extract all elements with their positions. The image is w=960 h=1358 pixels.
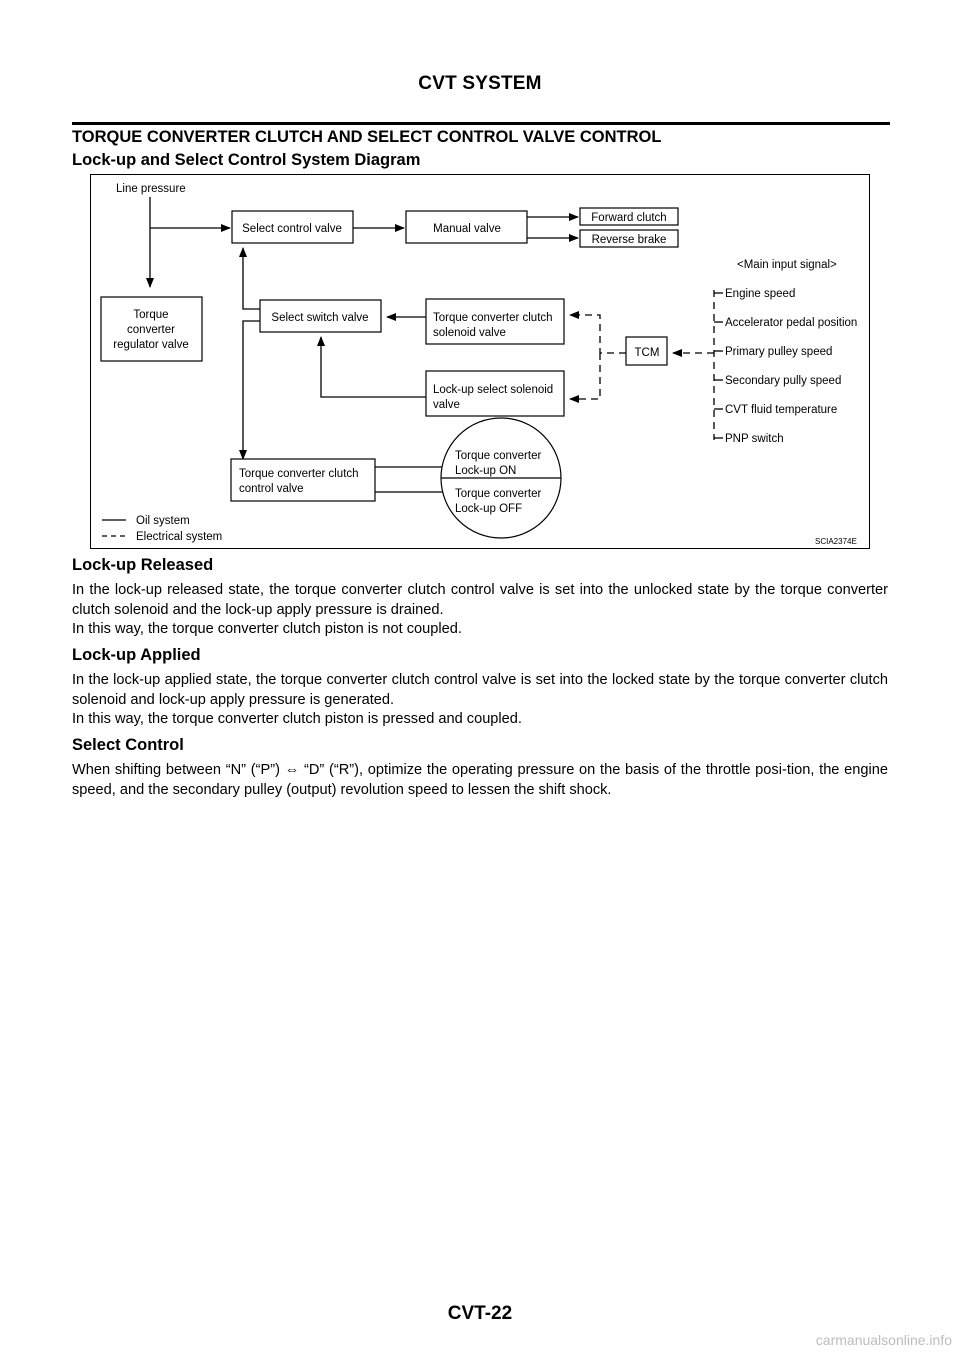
manual-valve-box <box>405 210 528 244</box>
page-number: CVT-22 <box>447 1303 513 1324</box>
tcc-control-label-1: Torque converter clutch <box>239 468 359 480</box>
select-switch-valve-label: Select switch valve <box>271 312 368 324</box>
lockup-released-text-2: In this way, the torque converter clutch… <box>72 621 462 637</box>
tcc-solenoid-valve-box <box>425 298 565 345</box>
input-cvt-fluid-temperature: CVT fluid temperature <box>725 404 837 416</box>
tcm-to-lockup-select-signal <box>569 353 601 403</box>
regulator-valve-label-2: converter <box>127 324 175 336</box>
line-pressure-label: Line pressure <box>116 183 186 195</box>
tcc-solenoid-label-2: solenoid valve <box>433 327 506 339</box>
switch-to-tcc-control-arrow <box>239 320 260 460</box>
forward-clutch-label: Forward clutch <box>591 212 666 224</box>
diagram-code: SCIA2374E <box>815 537 857 546</box>
lockup-applied-text-1: In the lock-up applied state, the torque… <box>72 672 888 708</box>
reverse-brake-label: Reverse brake <box>592 234 667 246</box>
select-control-valve-label: Select control valve <box>242 223 342 235</box>
main-input-signal-label: <Main input signal> <box>737 259 837 271</box>
lockup-select-label-2: valve <box>433 399 460 411</box>
regulator-valve-label-3: regulator valve <box>113 339 188 351</box>
tcm-to-tcc-solenoid-signal <box>569 311 626 354</box>
lockup-on-label-1: Torque converter <box>455 450 541 462</box>
lockup-off-label-2: Lock-up OFF <box>455 503 522 515</box>
manual-valve-label: Manual valve <box>433 223 501 235</box>
watermark: carmanualsonline.info <box>815 1332 952 1348</box>
switch-to-select-arrow <box>239 247 260 310</box>
input-engine-speed: Engine speed <box>725 288 795 300</box>
tcm-box <box>625 336 668 366</box>
legend-oil-label: Oil system <box>136 515 190 527</box>
lockup-select-to-switch-arrow <box>317 336 426 398</box>
select-control-text-1: When shifting between “N” (“P”) ⇔ “D” (“… <box>72 762 888 798</box>
regulator-valve-label-1: Torque <box>133 309 168 321</box>
input-accelerator-pedal-position: Accelerator pedal position <box>725 317 857 329</box>
select-control-valve-box <box>231 210 354 244</box>
lockup-off-label-1: Torque converter <box>455 488 541 500</box>
paragraph-lockup-applied: In the lock-up applied state, the torque… <box>72 671 888 730</box>
section-title: TORQUE CONVERTER CLUTCH AND SELECT CONTR… <box>72 128 662 146</box>
lockup-on-label-2: Lock-up ON <box>455 465 516 477</box>
diagram-title: Lock-up and Select Control System Diagra… <box>72 151 421 169</box>
lockup-applied-text-2: In this way, the torque converter clutch… <box>72 711 522 727</box>
heading-select-control: Select Control <box>72 736 184 754</box>
legend-electrical-label: Electrical system <box>136 531 222 543</box>
forward-clutch-box <box>579 207 679 226</box>
reverse-brake-box <box>579 229 679 248</box>
input-pnp-switch: PNP switch <box>725 433 784 445</box>
input-signal-list: Engine speed Accelerator pedal position … <box>714 288 857 445</box>
lockup-select-solenoid-valve-box <box>425 370 565 417</box>
tcc-solenoid-label-1: Torque converter clutch <box>433 312 553 324</box>
input-primary-pulley-speed: Primary pulley speed <box>725 346 832 358</box>
tcc-control-valve-box <box>230 458 376 502</box>
paragraph-lockup-released: In the lock-up released state, the torqu… <box>72 581 888 640</box>
header-rule <box>72 122 890 125</box>
paragraph-select-control: When shifting between “N” (“P”) ⇔ “D” (“… <box>72 761 888 800</box>
tcc-control-label-2: control valve <box>239 483 304 495</box>
lockup-select-label-1: Lock-up select solenoid <box>433 384 553 396</box>
select-switch-valve-box <box>259 299 382 333</box>
diagram-svg: Line pressure Select control valve Manua… <box>100 183 857 546</box>
input-secondary-pulley-speed: Secondary pully speed <box>725 375 841 387</box>
lockup-select-control-diagram: Line pressure Select control valve Manua… <box>90 174 870 549</box>
lockup-released-text-1: In the lock-up released state, the torqu… <box>72 582 888 618</box>
heading-lockup-applied: Lock-up Applied <box>72 646 201 664</box>
page-header-title: CVT SYSTEM <box>418 73 542 94</box>
torque-converter-regulator-valve-box <box>100 296 203 362</box>
heading-lockup-released: Lock-up Released <box>72 556 214 574</box>
tcm-label: TCM <box>635 347 660 359</box>
